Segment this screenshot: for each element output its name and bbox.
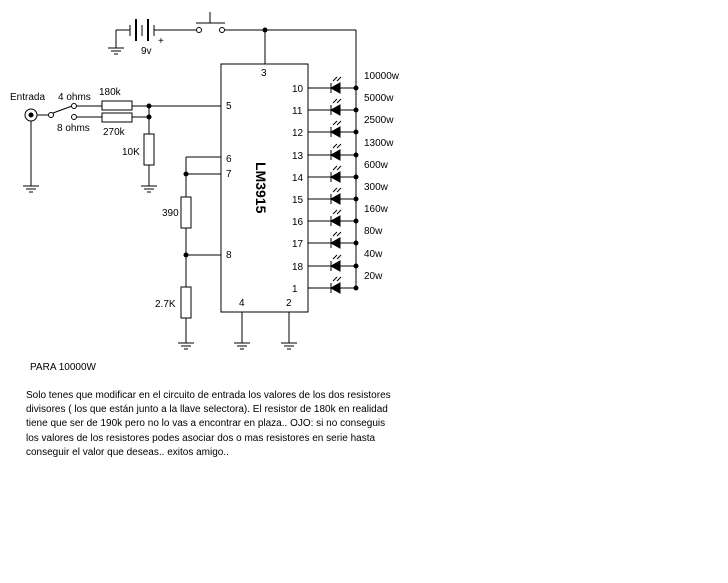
input-ground xyxy=(23,185,39,193)
pin-4-ground xyxy=(234,342,250,350)
lm3915-chip xyxy=(220,63,309,313)
led-column: 10 10000w 11 5000w 12 2500w 13 1300w 14 600w 15 300… xyxy=(292,71,400,295)
led-row: 18 40w xyxy=(292,249,383,273)
led-row: 12 2500w xyxy=(292,115,394,139)
led-power-label: 10000w xyxy=(364,71,400,82)
led-pin-label: 16 xyxy=(292,217,304,228)
resistor-2-7k-label: 2.7K xyxy=(155,299,176,310)
led-icon xyxy=(329,98,342,116)
push-switch xyxy=(196,12,225,33)
led-icon xyxy=(329,143,342,161)
supply-ground xyxy=(108,30,124,55)
divider-ground xyxy=(141,185,157,193)
pin-8: 8 xyxy=(226,250,232,261)
caption: PARA 10000W xyxy=(30,362,96,373)
pin-2-ground xyxy=(281,342,297,350)
led-power-label: 5000w xyxy=(364,93,394,104)
led-pin-label: 11 xyxy=(292,106,303,117)
led-pin-label: 15 xyxy=(292,195,304,206)
led-power-label: 600w xyxy=(364,160,389,171)
resistor-270k xyxy=(101,112,133,123)
led-icon xyxy=(329,165,342,183)
led-pin-label: 13 xyxy=(292,151,304,162)
battery xyxy=(129,19,155,41)
switch-4-ohms: 4 ohms xyxy=(58,92,91,103)
led-pin-label: 18 xyxy=(292,262,304,273)
resistor-10k xyxy=(143,133,155,166)
led-row: 11 5000w xyxy=(292,93,394,117)
input-label: Entrada xyxy=(10,92,45,103)
led-row: 15 300w xyxy=(292,182,389,206)
resistor-180k-label: 180k xyxy=(99,87,122,98)
led-row: 13 1300w xyxy=(292,138,394,162)
led-power-label: 20w xyxy=(364,271,383,282)
pin-4: 4 xyxy=(239,298,245,309)
led-row: 14 600w xyxy=(292,160,389,184)
led-icon xyxy=(329,76,342,94)
led-icon xyxy=(329,120,342,138)
led-icon xyxy=(329,209,342,227)
led-power-label: 160w xyxy=(364,204,389,215)
led-icon xyxy=(329,231,342,249)
led-power-label: 1300w xyxy=(364,138,394,149)
battery-label: 9v xyxy=(141,46,152,57)
resistor-10k-label: 10K xyxy=(122,147,140,158)
led-power-label: 2500w xyxy=(364,115,394,126)
resistor-180k xyxy=(101,100,133,111)
led-row: 10 10000w xyxy=(292,71,400,95)
led-row: 16 160w xyxy=(292,204,389,228)
led-pin-label: 12 xyxy=(292,128,304,139)
pin-6: 6 xyxy=(226,154,232,165)
led-power-label: 80w xyxy=(364,226,383,237)
led-power-label: 40w xyxy=(364,249,383,260)
description: Solo tenes que modificar en el circuito … xyxy=(26,390,391,458)
resistor-390-label: 390 xyxy=(162,208,179,219)
switch-8-ohms: 8 ohms xyxy=(57,123,90,134)
led-icon xyxy=(329,254,342,272)
battery-plus: + xyxy=(158,36,164,47)
pin-2: 2 xyxy=(286,298,292,309)
resistor-270k-label: 270k xyxy=(103,127,126,138)
selector-switch[interactable] xyxy=(48,103,77,120)
led-pin-label: 1 xyxy=(292,284,298,295)
chip-name: LM3915 xyxy=(253,162,269,214)
resistor-2-7k xyxy=(180,286,192,319)
input-jack xyxy=(24,108,38,122)
led-power-label: 300w xyxy=(364,182,389,193)
led-icon xyxy=(329,276,342,294)
resistor-390 xyxy=(180,196,192,229)
pin-5: 5 xyxy=(226,101,232,112)
led-icon xyxy=(329,187,342,205)
led-pin-label: 10 xyxy=(292,84,304,95)
led-pin-label: 17 xyxy=(292,239,304,250)
led-row: 1 20w xyxy=(292,271,383,295)
reference-ground xyxy=(178,342,194,350)
pin-7: 7 xyxy=(226,169,232,180)
led-pin-label: 14 xyxy=(292,173,304,184)
led-row: 17 80w xyxy=(292,226,383,250)
pin-3: 3 xyxy=(261,68,267,79)
